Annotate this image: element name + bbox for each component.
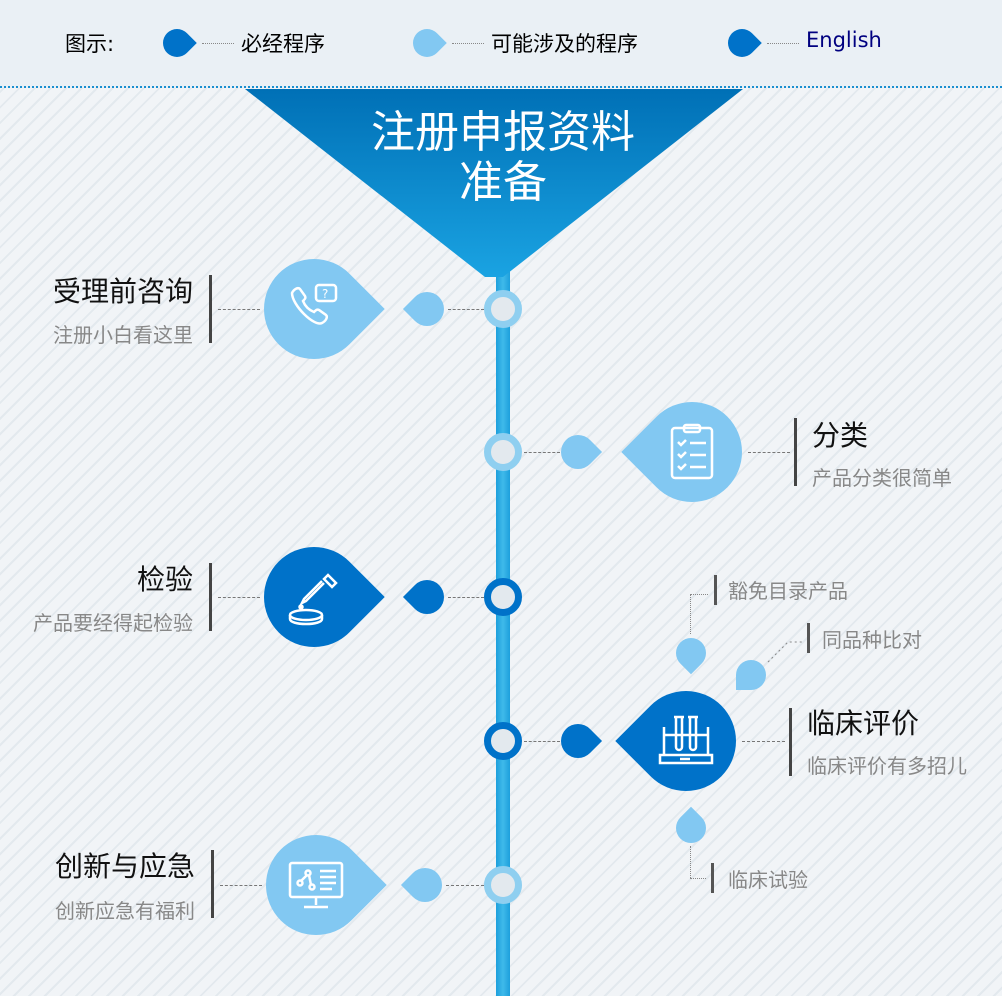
branch-drop bbox=[736, 660, 766, 690]
small-drop bbox=[553, 427, 603, 477]
connector bbox=[690, 594, 691, 634]
dropper-dish-icon bbox=[288, 573, 338, 626]
divider bbox=[794, 418, 797, 486]
timeline-node[interactable] bbox=[484, 722, 522, 760]
step-title: 检验 bbox=[136, 563, 193, 596]
clipboard-list-icon bbox=[670, 423, 714, 480]
header-title: 注册申报资料 准备 bbox=[245, 108, 761, 208]
step-subtitle: 临床评价有多招儿 bbox=[807, 754, 967, 778]
monitor-chart-icon bbox=[288, 861, 344, 909]
connector bbox=[742, 741, 785, 742]
branch-clinical-trial[interactable]: 临床试验 bbox=[728, 868, 808, 892]
divider bbox=[209, 563, 212, 631]
step-title: 受理前咨询 bbox=[52, 275, 193, 308]
divider bbox=[807, 623, 810, 653]
legend-connector bbox=[452, 43, 484, 44]
step-subtitle: 注册小白看这里 bbox=[53, 323, 193, 347]
connector bbox=[690, 594, 708, 595]
legend-label: 图示: bbox=[65, 32, 115, 56]
branch-equivalent-comparison[interactable]: 同品种比对 bbox=[822, 628, 922, 652]
branch-drop bbox=[669, 631, 713, 675]
phone-question-icon: ? bbox=[290, 283, 338, 325]
legend-optional-drop bbox=[407, 23, 447, 63]
legend-bar: 图示: 必经程序 可能涉及的程序 English bbox=[0, 0, 1002, 88]
legend-connector bbox=[202, 43, 234, 44]
step-subtitle: 产品要经得起检验 bbox=[33, 611, 193, 635]
header-funnel bbox=[245, 89, 743, 277]
small-drop bbox=[402, 572, 452, 622]
divider bbox=[714, 575, 717, 605]
step-title: 临床评价 bbox=[807, 707, 920, 740]
divider bbox=[211, 850, 214, 918]
legend-optional-text: 可能涉及的程序 bbox=[491, 32, 638, 56]
small-drop bbox=[402, 284, 452, 334]
branch-exempt-catalog[interactable]: 豁免目录产品 bbox=[728, 579, 848, 603]
divider bbox=[711, 863, 714, 893]
connector bbox=[448, 597, 484, 598]
connector bbox=[767, 641, 804, 663]
connector bbox=[524, 741, 560, 742]
legend-english-link[interactable]: English bbox=[806, 28, 882, 52]
connector bbox=[690, 846, 691, 878]
branch-drop bbox=[669, 806, 713, 850]
divider bbox=[789, 708, 792, 776]
step-title: 创新与应急 bbox=[54, 850, 195, 883]
timeline-node[interactable] bbox=[484, 866, 522, 904]
header-title-line1: 注册申报资料 bbox=[371, 107, 635, 158]
connector bbox=[218, 309, 260, 310]
step-title: 分类 bbox=[812, 419, 869, 452]
svg-text:?: ? bbox=[322, 287, 328, 301]
timeline-node[interactable] bbox=[484, 433, 522, 471]
legend-english-drop bbox=[722, 23, 762, 63]
connector bbox=[690, 878, 706, 879]
connector bbox=[446, 885, 484, 886]
test-tubes-icon bbox=[658, 715, 714, 765]
divider bbox=[209, 275, 212, 343]
connector bbox=[448, 309, 484, 310]
legend-required-drop bbox=[157, 23, 197, 63]
legend-connector bbox=[767, 43, 799, 44]
small-drop bbox=[553, 716, 603, 766]
connector bbox=[218, 597, 260, 598]
step-subtitle: 产品分类很简单 bbox=[812, 466, 952, 490]
small-drop bbox=[400, 860, 450, 910]
connector bbox=[748, 452, 790, 453]
timeline-node[interactable] bbox=[484, 578, 522, 616]
connector bbox=[524, 452, 560, 453]
legend-required-text: 必经程序 bbox=[241, 32, 325, 56]
step-subtitle: 创新应急有福利 bbox=[55, 899, 195, 923]
connector bbox=[220, 885, 262, 886]
header-title-line2: 准备 bbox=[459, 157, 547, 208]
timeline-node[interactable] bbox=[484, 290, 522, 328]
